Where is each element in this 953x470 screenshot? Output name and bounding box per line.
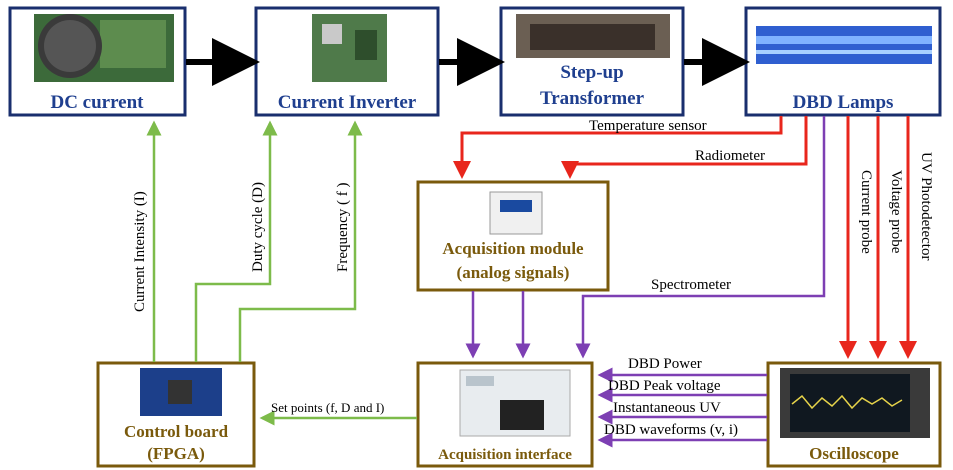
control-board-title-line2: (FPGA): [147, 444, 205, 463]
label-uv-photodetector: UV Photodetector: [918, 152, 934, 260]
node-acquisition-interface: Acquisition interface: [416, 361, 594, 468]
dbd-lamps-image: [756, 26, 932, 64]
dbd-lamps-title: DBD Lamps: [793, 92, 894, 113]
label-current-probe: Current probe: [858, 170, 874, 254]
node-step-up-transformer: Step-up Transformer: [499, 6, 685, 117]
label-duty-cycle: Duty cycle (D): [250, 182, 266, 272]
dc-current-title: DC current: [50, 92, 144, 113]
label-dbd-peak-voltage: DBD Peak voltage: [608, 378, 721, 394]
node-current-inverter: Current Inverter: [254, 6, 440, 117]
control-board-title-line1: Control board: [124, 422, 229, 441]
transformer-title-line2: Transformer: [540, 88, 645, 109]
fpga-board-image: [140, 368, 222, 416]
transformer-title-line1: Step-up: [560, 62, 623, 83]
arrow-spectrometer: [575, 116, 826, 359]
software-screenshot-image: [459, 369, 571, 437]
node-control-board: Control board (FPGA): [96, 361, 256, 468]
arrow-temperature-sensor: [453, 116, 783, 179]
label-instantaneous-uv: Instantaneous UV: [613, 400, 721, 416]
arrow-duty-cycle: [194, 120, 278, 362]
arrow-frequency: [238, 120, 363, 362]
node-oscilloscope: Oscilloscope: [766, 361, 942, 468]
transformer-image: [516, 14, 670, 58]
label-radiometer: Radiometer: [695, 148, 765, 164]
acq-module-title-line1: Acquisition module: [442, 239, 584, 258]
label-current-intensity: Current Intensity (I): [132, 191, 148, 312]
node-dc-current: DC current: [8, 6, 187, 117]
daq-module-image: [489, 191, 543, 235]
oscilloscope-image: [780, 368, 930, 438]
oscilloscope-title: Oscilloscope: [809, 444, 899, 463]
dc-power-supply-image: [34, 14, 174, 82]
label-spectrometer: Spectrometer: [651, 277, 731, 293]
acq-interface-title: Acquisition interface: [438, 447, 572, 463]
arrow-radiometer: [561, 116, 808, 179]
acq-module-title-line2: (analog signals): [457, 263, 570, 282]
node-acquisition-module: Acquisition module (analog signals): [416, 180, 610, 292]
label-voltage-probe: Voltage probe: [888, 170, 904, 254]
inverter-board-image: [312, 14, 387, 82]
node-dbd-lamps: DBD Lamps: [744, 6, 942, 117]
label-temperature-sensor: Temperature sensor: [589, 118, 707, 134]
label-set-points: Set points (f, D and I): [271, 400, 384, 415]
label-dbd-waveforms: DBD waveforms (v, i): [604, 422, 738, 438]
label-dbd-power: DBD Power: [628, 356, 702, 372]
current-inverter-title: Current Inverter: [278, 92, 417, 113]
label-frequency: Frequency ( f ): [335, 182, 351, 272]
